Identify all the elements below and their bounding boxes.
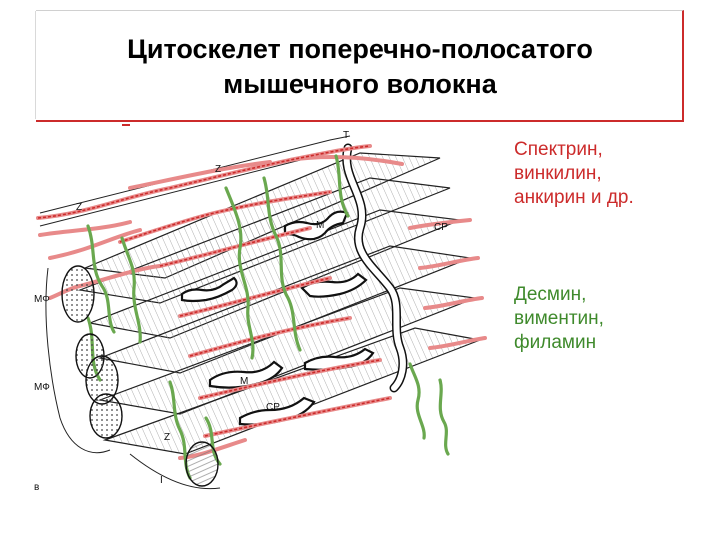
label-i: I [160,475,163,486]
label-panel-letter: в [34,482,39,493]
legend-green-item: Десмин, [514,283,604,307]
slide-title: Цитоскелет поперечно-полосатого мышечног… [36,32,684,102]
label-cp-right: CP [434,222,448,233]
label-mf-upper: МФ [34,294,50,305]
label-t: Т [343,130,349,141]
label-m-middle: M [240,376,248,387]
cross-section [90,394,122,438]
legend-green-item: филамин [514,331,604,355]
legend-green-item: виментин, [514,307,604,331]
legend-red-item: Спектрин, [514,138,634,162]
label-z-top: Z [215,164,221,175]
legend-red-proteins: Спектрин, винкилин, анкирин и др. [514,138,634,210]
label-z-left: Z [76,202,82,213]
myofibril-diagram: Т Z Z M CP МФ МФ M CP Z I в [30,118,510,510]
label-m-top: M [316,220,324,231]
label-cp-middle: CP [266,402,280,413]
legend-red-item: винкилин, [514,162,634,186]
label-z-bottom: Z [164,432,170,443]
label-mf-lower: МФ [34,382,50,393]
legend-red-item: анкирин и др. [514,186,634,210]
title-line-1: Цитоскелет поперечно-полосатого [36,32,684,67]
cross-section [186,442,218,486]
cross-section [62,266,94,322]
title-line-2: мышечного волокна [36,67,684,102]
legend-green-proteins: Десмин, виментин, филамин [514,283,604,355]
